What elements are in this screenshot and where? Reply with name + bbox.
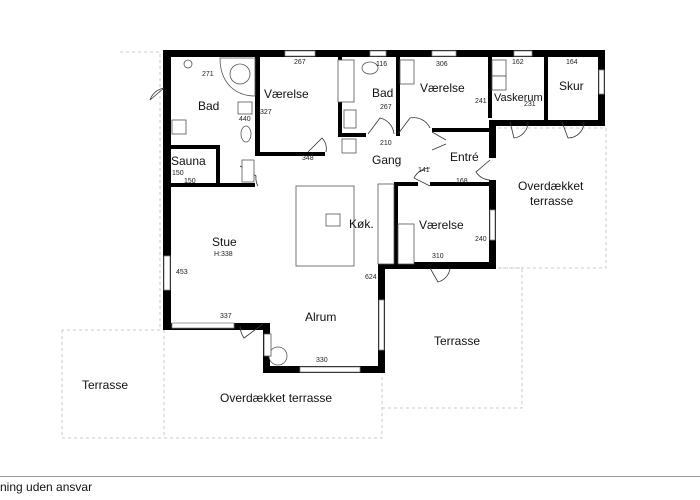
room-label-vaskerum: Vaskerum bbox=[494, 92, 543, 104]
room-label-sauna: Sauna bbox=[171, 154, 206, 168]
room-label-kokken: Køk. bbox=[349, 217, 374, 231]
room-label-bad-2: Bad bbox=[372, 86, 393, 100]
dimension-label: 348 bbox=[302, 155, 314, 162]
room-label-bad-1: Bad bbox=[198, 99, 219, 113]
dimension-label: 310 bbox=[432, 253, 444, 260]
dimension-label: 271 bbox=[202, 71, 214, 78]
dimension-label: 241 bbox=[475, 98, 487, 105]
room-label-skur: Skur bbox=[559, 79, 584, 93]
dimension-label: 440 bbox=[239, 116, 251, 123]
dimension-label: 116 bbox=[376, 61, 387, 68]
dimension-label: 330 bbox=[316, 357, 328, 364]
dimension-label: 337 bbox=[220, 313, 232, 320]
outdoor-label-overdaekket-bottom: Overdækket terrasse bbox=[220, 391, 332, 405]
room-label-vaerelse-1: Værelse bbox=[264, 87, 309, 101]
dimension-label: 267 bbox=[380, 104, 392, 111]
footer-divider bbox=[0, 476, 700, 477]
room-label-alrum: Alrum bbox=[305, 310, 336, 324]
outdoor-label-terrasse-middle: Terrasse bbox=[434, 334, 480, 348]
dimension-label: 141 bbox=[418, 167, 430, 174]
dimension-label: 267 bbox=[294, 59, 306, 66]
room-label-vaerelse-2: Værelse bbox=[420, 81, 465, 95]
dimension-label: 162 bbox=[512, 59, 524, 66]
dimension-label: 453 bbox=[176, 269, 188, 276]
outdoor-label-overdaekket-right-2: terrasse bbox=[530, 194, 574, 208]
dimension-label: 168 bbox=[456, 178, 468, 185]
footer-disclaimer: ning uden ansvar bbox=[0, 480, 93, 494]
room-height-stue: H:338 bbox=[214, 251, 233, 258]
room-label-stue: Stue bbox=[212, 235, 237, 249]
dimension-label: 624 bbox=[365, 274, 377, 281]
dimension-label: 164 bbox=[566, 59, 578, 66]
doors bbox=[149, 87, 585, 339]
dimension-label: 231 bbox=[524, 101, 536, 108]
dimension-label: 150 bbox=[172, 170, 184, 177]
dimension-label: 327 bbox=[260, 109, 272, 116]
room-label-entre: Entré bbox=[450, 150, 479, 164]
floor-plan: Bad Værelse Bad Værelse Vaskerum Skur Sa… bbox=[61, 50, 607, 439]
outdoor-areas bbox=[61, 51, 607, 439]
dimension-label: 150 bbox=[184, 178, 196, 185]
fixtures bbox=[171, 57, 507, 366]
dimension-label: 240 bbox=[475, 236, 487, 243]
outdoor-label-terrasse-left: Terrasse bbox=[82, 378, 128, 392]
room-label-gang: Gang bbox=[372, 153, 401, 167]
room-label-vaerelse-3: Værelse bbox=[419, 218, 464, 232]
dimension-label: 306 bbox=[436, 61, 448, 68]
outdoor-label-overdaekket-right-1: Overdækket bbox=[518, 179, 584, 193]
dimension-label: 210 bbox=[380, 140, 392, 147]
windows bbox=[163, 50, 605, 373]
